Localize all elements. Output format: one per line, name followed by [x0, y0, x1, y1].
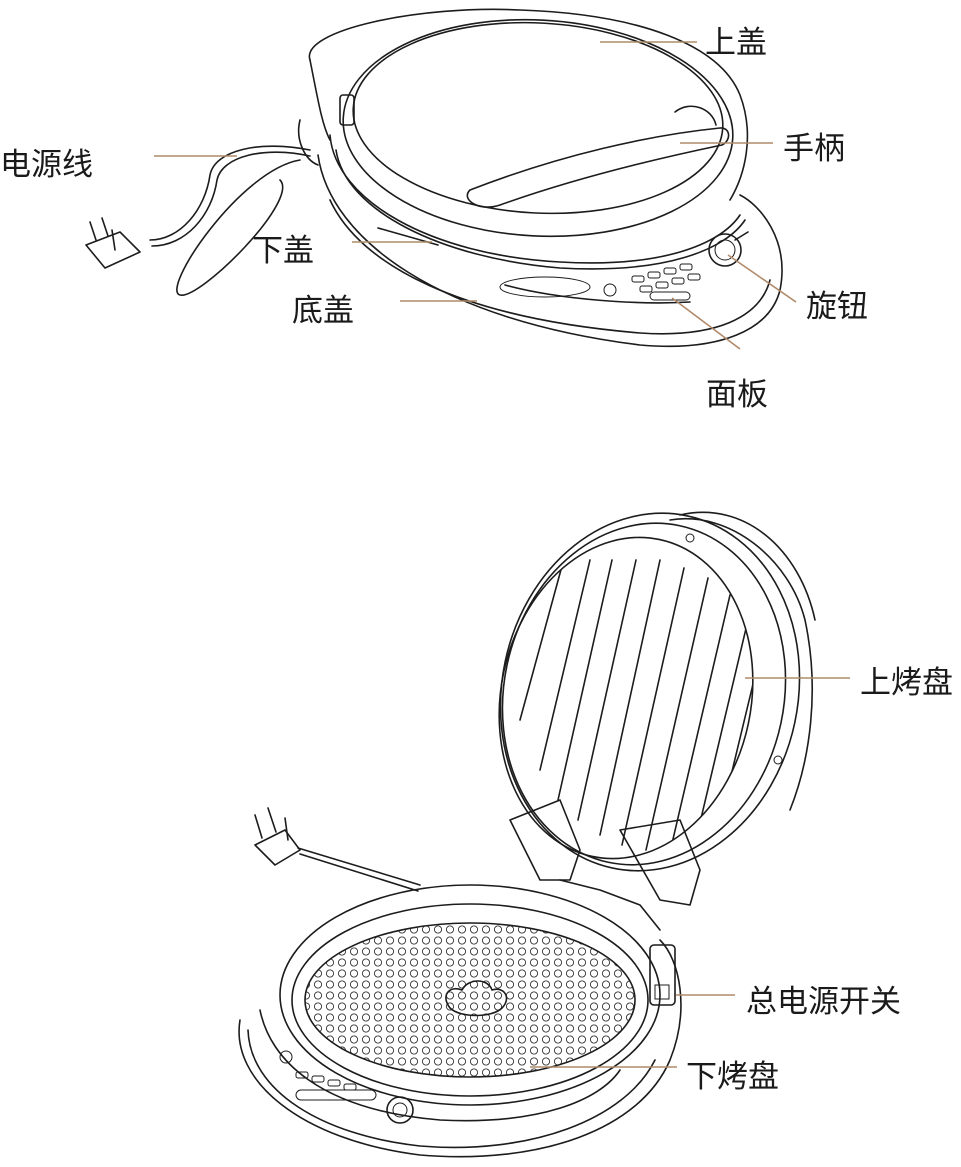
label-lower-lid: 下盖	[252, 233, 314, 269]
closed-appliance-illustration	[85, 8, 783, 348]
lower-plate-texture	[305, 923, 635, 1077]
power-cord-illustration	[85, 145, 311, 296]
label-upper-lid: 上盖	[705, 25, 767, 61]
leader-knob	[727, 254, 797, 303]
label-upper-plate: 上烤盘	[860, 665, 953, 701]
label-power-cord: 电源线	[0, 147, 93, 183]
upper-plate-ridges	[519, 554, 769, 853]
open-appliance-illustration	[238, 511, 816, 1158]
label-lower-plate: 下烤盘	[686, 1059, 779, 1095]
leader-panel	[671, 297, 741, 350]
label-knob: 旋钮	[806, 289, 868, 325]
label-handle: 手柄	[783, 131, 845, 167]
label-panel: 面板	[706, 377, 768, 413]
knob-illustration	[708, 231, 749, 267]
control-panel	[603, 263, 701, 301]
label-bottom-cover: 底盖	[292, 293, 354, 329]
label-main-switch: 总电源开关	[746, 984, 901, 1020]
